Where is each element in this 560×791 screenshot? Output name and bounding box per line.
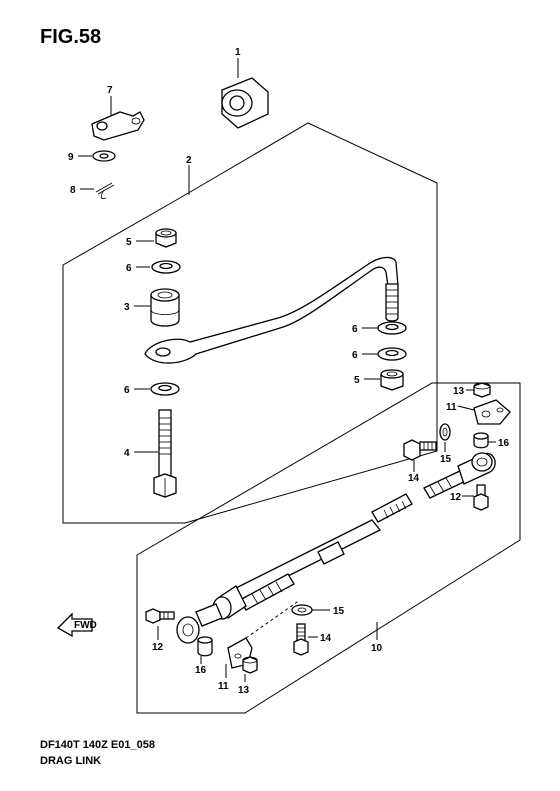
nut-part	[473, 382, 491, 398]
callout-13: 13	[238, 685, 250, 696]
callout-6: 6	[352, 324, 358, 335]
washer-part	[92, 150, 116, 162]
callout-14: 14	[408, 473, 420, 484]
figure-title: FIG.58	[40, 26, 102, 48]
cable-assembly-part	[176, 493, 413, 644]
callout-6: 6	[126, 263, 132, 274]
callout-11: 11	[218, 681, 229, 692]
bolt-part	[473, 484, 489, 511]
washer-part	[377, 321, 407, 335]
drag-link-rod-part	[144, 256, 399, 364]
figure-name: DRAG LINK	[40, 755, 102, 767]
callout-9: 9	[68, 152, 74, 163]
washer-part	[439, 423, 451, 441]
bolt-part	[403, 439, 437, 461]
callout-12: 12	[450, 492, 462, 503]
callout-16: 16	[195, 665, 207, 676]
callout-3: 3	[124, 302, 130, 313]
callout-12: 12	[152, 642, 164, 653]
fwd-arrow-icon: FWD	[56, 612, 97, 638]
group-box-lower	[136, 382, 521, 714]
washer-part	[150, 382, 180, 396]
group-box-upper	[62, 122, 438, 524]
washer-part	[291, 604, 313, 616]
callout-15: 15	[333, 606, 345, 617]
callout-15: 15	[440, 454, 452, 465]
callout-11: 11	[446, 402, 457, 413]
nut-part	[242, 656, 258, 674]
callout-6: 6	[124, 385, 130, 396]
figure-code: DF140T 140Z E01_058	[40, 739, 155, 751]
callout-5: 5	[354, 375, 360, 386]
nut-part	[380, 369, 404, 391]
callout-4: 4	[124, 448, 130, 459]
bolt-part	[153, 409, 177, 498]
nut-part	[155, 228, 177, 248]
callout-5: 5	[126, 237, 132, 248]
collar-part	[197, 636, 213, 657]
washer-part	[151, 260, 181, 274]
rod-end-part	[423, 452, 496, 499]
bolt-part	[145, 608, 175, 624]
collar-part	[473, 432, 489, 449]
callout-14: 14	[320, 633, 332, 644]
callout-2: 2	[186, 155, 192, 166]
bracket-plate-part	[473, 399, 511, 425]
cotter-pin-part	[95, 182, 115, 199]
callout-16: 16	[498, 438, 510, 449]
callout-8: 8	[70, 185, 76, 196]
callout-1: 1	[235, 47, 241, 58]
callout-13: 13	[453, 386, 465, 397]
callout-10: 10	[371, 643, 383, 654]
callout-6: 6	[352, 350, 358, 361]
grommet-part	[221, 77, 269, 129]
callout-7: 7	[107, 85, 113, 96]
svg-text:FWD: FWD	[74, 620, 97, 631]
collar-bushing-part	[150, 288, 180, 327]
bracket-part	[91, 111, 145, 141]
bolt-part	[293, 623, 309, 656]
washer-part	[377, 347, 407, 361]
